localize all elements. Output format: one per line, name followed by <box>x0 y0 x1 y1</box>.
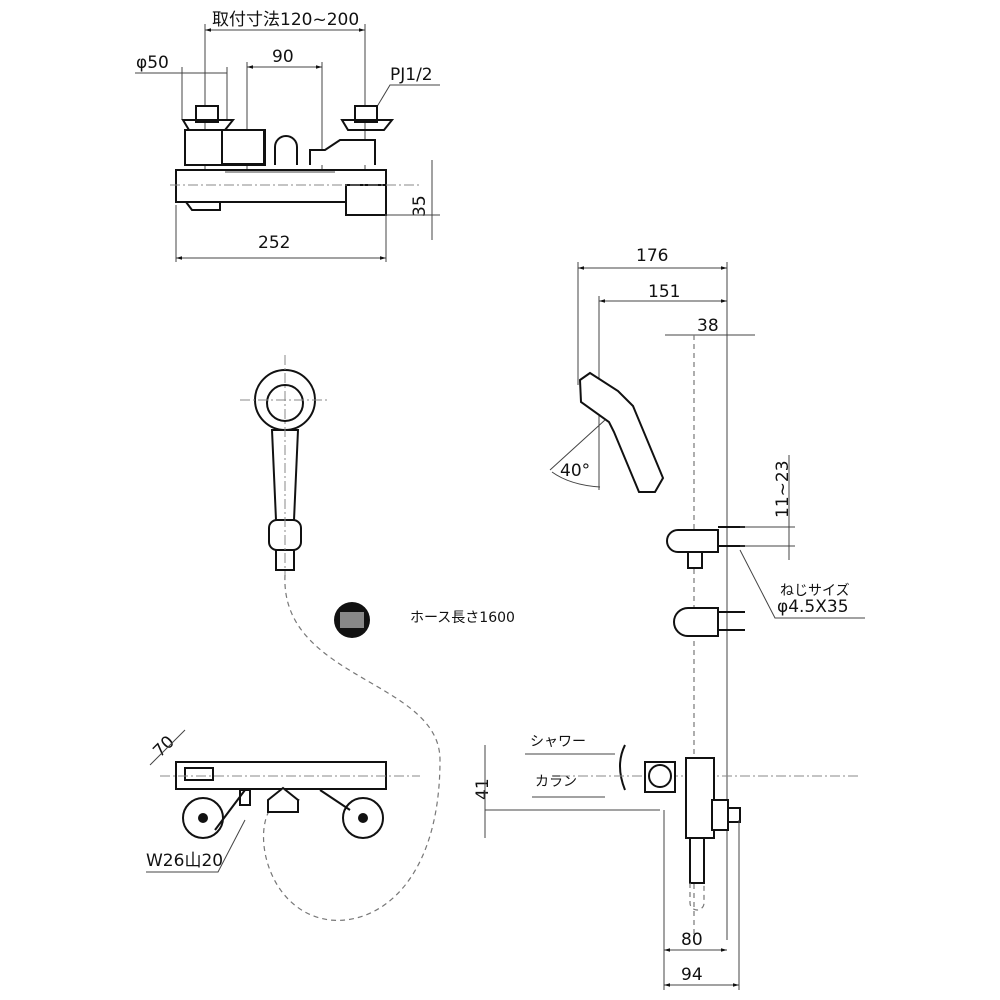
shower-label: シャワー <box>530 734 586 750</box>
screw-label: ねじサイズ <box>780 583 850 599</box>
height-41-label: 41 <box>473 778 493 800</box>
depth-70-label: 70 <box>149 732 178 761</box>
thread-label: W26山20 <box>146 851 223 871</box>
depth-38-label: 38 <box>697 316 719 336</box>
pipe-thread-label: PJ1/2 <box>390 65 433 85</box>
top-view: 取付寸法120~200 φ50 90 PJ1/2 35 252 <box>135 10 440 262</box>
right-view: シャワー カラン 41 80 94 <box>473 734 860 990</box>
hose-length-label: ホース長さ1600 <box>410 610 515 626</box>
mount-pitch-label: 取付寸法120~200 <box>212 10 359 30</box>
side-view: 176 151 38 40° 11~23 ねじサイズ φ4.5X35 <box>549 246 865 940</box>
diameter-label: φ50 <box>136 53 169 73</box>
depth-94-label: 94 <box>681 965 703 985</box>
depth-80-label: 80 <box>681 930 703 950</box>
faucet-label: カラン <box>535 774 577 790</box>
screw-size-label: φ4.5X35 <box>777 597 849 617</box>
depth-176-label: 176 <box>636 246 668 266</box>
angle-label: 40° <box>560 461 590 481</box>
center-distance-label: 90 <box>272 47 294 67</box>
adjust-range-label: 11~23 <box>773 460 793 518</box>
front-view: 70 W26山20 <box>146 729 420 873</box>
hand-shower-front: ホース長さ1600 <box>240 355 515 921</box>
depth-151-label: 151 <box>648 282 680 302</box>
height-label: 35 <box>410 195 430 217</box>
width-label: 252 <box>258 233 290 253</box>
